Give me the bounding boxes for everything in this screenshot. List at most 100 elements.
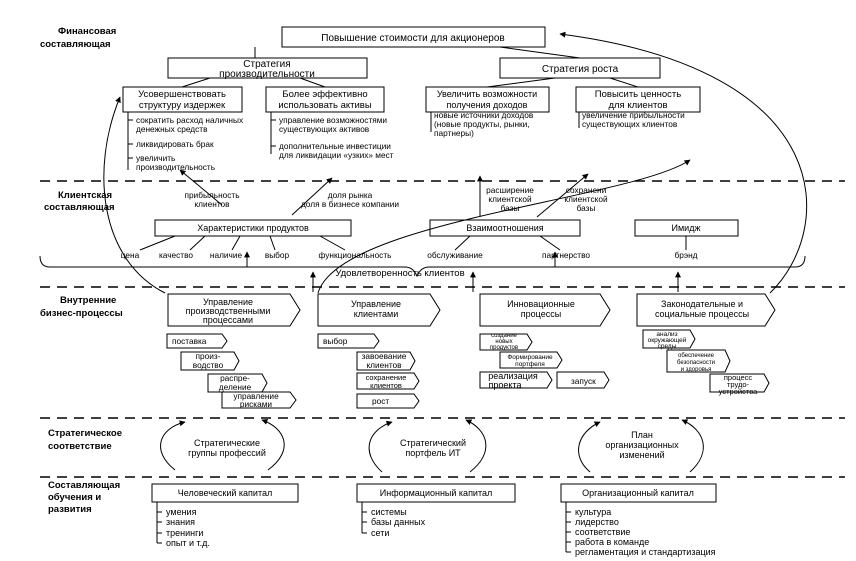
section-client-l1: Клиентская (58, 190, 112, 201)
attr-quality: качество (159, 250, 193, 260)
legal-l1: Законодательные и (661, 299, 743, 309)
expand-l2: клиентской (488, 194, 532, 204)
ops-item-risk-2: рисками (240, 399, 273, 409)
legal-process-chevron (636, 293, 776, 327)
value-item-1b: существующих клиентов (582, 119, 678, 129)
relationships-box (429, 219, 581, 237)
asset-item-1: управление возможностями (279, 115, 387, 125)
internal-processes: Управление производственными процессами … (166, 293, 776, 409)
crm-item-choice: выбор (323, 336, 348, 346)
section-align-l1: Стратегическое (48, 428, 122, 439)
info-item-1: системы (371, 507, 407, 517)
client-value-l2: для клиентов (608, 100, 667, 111)
attr-partnership: партнерство (542, 250, 590, 260)
crm-process-chevron (317, 293, 441, 327)
org-item-5: регламентация и стандартизация (575, 547, 716, 557)
attr-price: цена (121, 250, 140, 260)
info-capital-box (356, 483, 516, 503)
product-characteristics-label: Характеристики продуктов (197, 223, 309, 233)
relationships-label: Взаимоотношения (466, 223, 543, 233)
innov-item-launch: запуск (571, 376, 596, 386)
innov-item-create-2: новых (495, 339, 512, 345)
revenue-item-1: новые источники доходов (434, 110, 534, 120)
section-align-l2: соответствие (48, 441, 112, 452)
attr-choice: выбор (265, 250, 290, 260)
legal-item-safety-1: обеспечение (678, 353, 715, 359)
it-l2: портфель ИТ (405, 448, 461, 458)
profitability-l2: клиентов (194, 199, 230, 209)
cost-item-2: ликвидировать брак (136, 139, 214, 149)
attr-service: обслуживание (427, 250, 483, 260)
org-plan-l3: изменений (619, 450, 664, 460)
ops-item-prod-1: произ- (196, 351, 221, 361)
cost-l2: структуру издержек (139, 100, 226, 111)
innov-item-create-1: создание (491, 333, 517, 339)
human-item-4: опыт и т.д. (166, 538, 210, 548)
info-item-3: сети (371, 528, 389, 538)
ops-l2: производственными (186, 306, 271, 316)
section-client-l2: составляющая (44, 202, 115, 213)
satisfaction-brace (39, 255, 806, 278)
ops-l3: процессами (203, 315, 253, 325)
expand-l3: базы (501, 203, 520, 213)
org-capital-label: Организационный капитал (582, 488, 694, 498)
market-share-l2: доля в бизнесе компании (301, 199, 399, 209)
legal-to-shareholder-arrow (559, 31, 808, 294)
ops-item-dist-2: деление (219, 382, 252, 392)
retain-l3: базы (577, 203, 596, 213)
info-capital-label: Информационный капитал (380, 488, 493, 498)
shareholder-value-box (281, 26, 546, 48)
retain-l2: клиентской (564, 194, 608, 204)
it-l1: Стратегический (400, 438, 466, 448)
expand-l1: расширение (486, 185, 534, 195)
crm-l1: Управление (351, 299, 401, 309)
product-characteristics-box (154, 219, 352, 237)
human-item-2: знания (166, 517, 195, 527)
org-item-3: соответствие (575, 527, 630, 537)
image-label: Имидж (672, 223, 701, 233)
section-financial-l1: Финансовая (58, 26, 116, 37)
human-item-1: умения (166, 507, 197, 517)
innov-item-portfolio-2: портфеля (515, 361, 545, 368)
productivity-l2: производительности (219, 69, 315, 80)
attr-brand: брэнд (674, 250, 697, 260)
ops-item-prod-2: водство (193, 360, 224, 370)
section-learning-l1: Составляющая (48, 480, 120, 491)
ops-item-supply: поставка (172, 336, 207, 346)
org-plan-l1: План (631, 430, 653, 440)
section-learning-l2: обучения и (48, 492, 101, 503)
legal-item-hire-3: устройства (719, 387, 758, 396)
legal-item-env-2: окружающей (648, 336, 687, 344)
innov-item-create-3: продуктов (490, 345, 518, 351)
growth-label: Стратегия роста (542, 64, 619, 75)
info-item-2: базы данных (371, 517, 426, 527)
section-dividers (40, 180, 845, 478)
ops-process-chevron (167, 293, 301, 327)
revenue-item-1b: (новые продукты, рынки, (434, 119, 530, 129)
assets-l1: Более эффективно (282, 89, 367, 100)
productivity-l1: Стратегия (243, 59, 290, 70)
revenue-l2: получения доходов (447, 100, 528, 110)
revenue-l1: Увеличить возможности (437, 89, 537, 99)
profitability-l1: прибыльность (184, 190, 239, 200)
groups-l2: группы профессий (188, 448, 266, 458)
cost-item-3b: производительность (136, 162, 215, 172)
revenue-item-1c: партнеры) (434, 128, 474, 138)
legal-l2: социальные процессы (655, 309, 749, 319)
section-financial-l2: составляющая (40, 39, 111, 50)
human-capital-box (151, 483, 299, 503)
org-item-1: культура (575, 507, 611, 517)
attr-functionality: функциональность (319, 250, 392, 260)
attr-availability: наличие (210, 250, 243, 260)
shareholder-value-label: Повышение стоимости для акционеров (321, 33, 504, 44)
cost-item-1b: денежных средств (136, 124, 208, 134)
legal-item-env-1: анализ (656, 331, 677, 338)
section-process-l2: бизнес-процессы (40, 308, 123, 319)
crm-item-keep-1: сохранение (366, 373, 407, 382)
legal-item-hire-1: процесс (724, 373, 753, 382)
satisfaction-label: Удовлетворенность клиентов (335, 268, 464, 279)
crm-item-keep-2: клиентов (370, 381, 402, 390)
client-perspective: прибыльность клиентов доля рынка доля в … (39, 169, 806, 292)
strategic-alignment: Стратегические группы профессий Стратеги… (160, 418, 704, 473)
retain-l1: сохранени (566, 185, 607, 195)
